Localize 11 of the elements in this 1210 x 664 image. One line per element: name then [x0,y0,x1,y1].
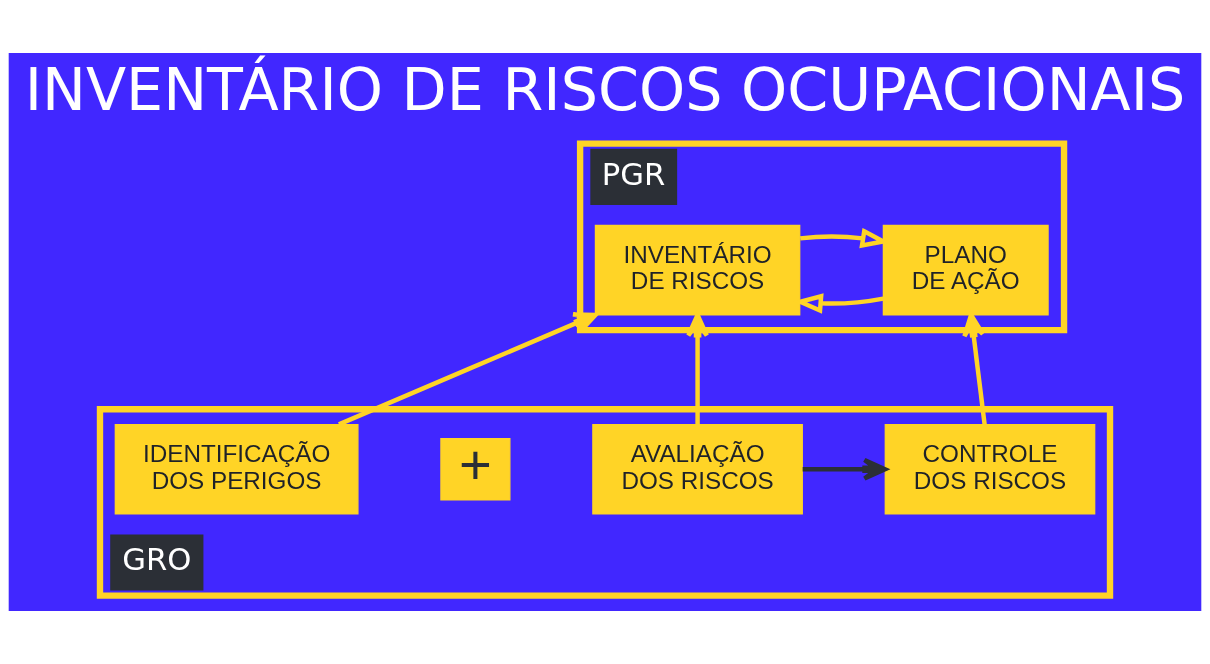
node-box: AVALIAÇÃO DOS RISCOS [592,423,803,515]
node-box: PLANO DE AÇÃO [882,224,1049,316]
node-box: CONTROLE DOS RISCOS [884,423,1096,515]
arrow [686,312,709,425]
label: + [458,432,492,496]
arrow [962,312,987,425]
node-box: INVENTÁRIO DE RISCOS [594,224,801,316]
diagram-title: INVENTÁRIO DE RISCOS OCUPACIONAIS [24,55,1186,125]
arrow [338,312,598,427]
node-box: IDENTIFICAÇÃO DOS PERIGOS [114,423,359,515]
arrow [802,457,888,481]
